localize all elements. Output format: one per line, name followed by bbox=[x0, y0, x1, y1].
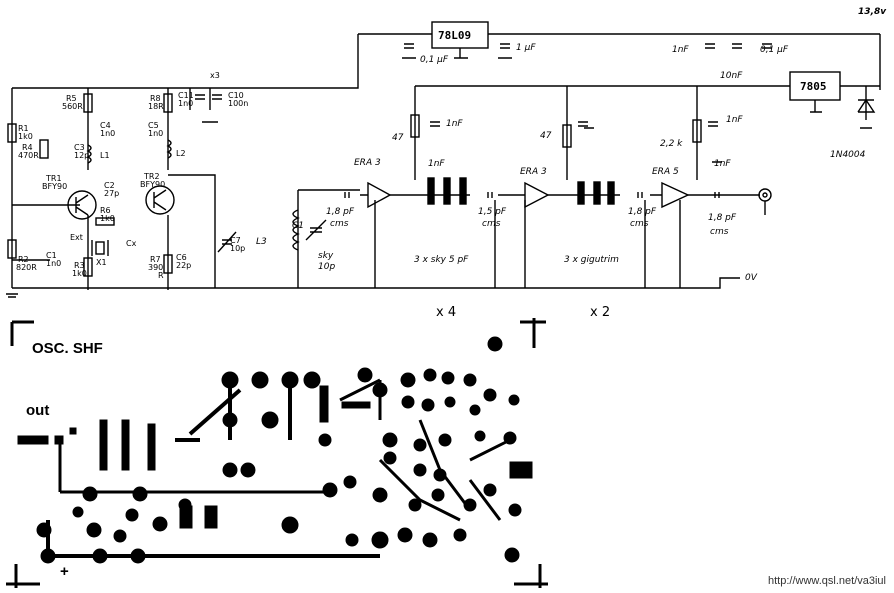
label-r3v: 1k0 bbox=[72, 269, 87, 278]
label-r47-1: 47 bbox=[392, 133, 404, 143]
label-c4: C4 bbox=[100, 121, 111, 130]
label-c5v: 1n0 bbox=[148, 129, 163, 138]
ground-label: 0V bbox=[745, 273, 758, 283]
label-r7: R7 bbox=[150, 255, 161, 264]
label-c1uf: 1 µF bbox=[516, 43, 536, 53]
label-c7v: 10p bbox=[230, 244, 245, 253]
label-gigu-group: 3 x gigutrim bbox=[564, 255, 619, 265]
label-c6v: 22p bbox=[176, 261, 191, 270]
label-r22: 2,2 k bbox=[660, 139, 683, 149]
label-cap-3: 1,8 pF bbox=[628, 207, 657, 217]
multiplier-x2: x 2 bbox=[590, 305, 610, 320]
label-c1nf-1: 1nF bbox=[446, 119, 463, 129]
label-cap-1: 1,8 pF bbox=[326, 207, 355, 217]
label-era-2: ERA 3 bbox=[520, 167, 547, 177]
label-r5v: 560R bbox=[62, 102, 83, 111]
diode-label: 1N4004 bbox=[830, 150, 866, 160]
label-cms-1: cms bbox=[330, 219, 349, 229]
label-c10v: 100n bbox=[228, 99, 248, 108]
label-tr2: TR2 bbox=[143, 172, 160, 181]
label-r7b: R bbox=[158, 271, 164, 280]
label-era-3: ERA 5 bbox=[652, 167, 679, 177]
multiplier-x4: x 4 bbox=[436, 305, 456, 320]
label-r47-2: 47 bbox=[540, 131, 552, 141]
label-cms-2: cms bbox=[482, 219, 501, 229]
label-r4: R4 bbox=[22, 143, 33, 152]
label-r7v: 390 bbox=[148, 263, 163, 272]
label-c01uf-b: 0,1 µF bbox=[760, 45, 789, 55]
label-sky: sky bbox=[318, 251, 334, 261]
label-x3: x3 bbox=[210, 71, 220, 80]
label-x1: X1 bbox=[96, 258, 107, 267]
label-r4v: 470R bbox=[18, 151, 39, 160]
label-c1nf-3: 1nF bbox=[726, 115, 743, 125]
label-c4v: 1n0 bbox=[100, 129, 115, 138]
label-l2: L2 bbox=[176, 149, 186, 158]
label-r2v: 820R bbox=[16, 263, 37, 272]
label-c1v: 1n0 bbox=[46, 259, 61, 268]
label-c1: C1 bbox=[46, 251, 57, 260]
label-cap-2: 1,5 pF bbox=[478, 207, 507, 217]
label-r3: R3 bbox=[74, 261, 85, 270]
label-c01uf: 0,1 µF bbox=[420, 55, 449, 65]
label-c1nf-2: 1nF bbox=[428, 159, 445, 169]
label-c3v: 12p bbox=[74, 151, 89, 160]
label-c2v: 27p bbox=[104, 189, 119, 198]
label-r5: R5 bbox=[66, 94, 77, 103]
label-c10nf: 10nF bbox=[720, 71, 743, 81]
label-c5: C5 bbox=[148, 121, 159, 130]
label-cx: Cx bbox=[126, 239, 137, 248]
label-r8v: 18R bbox=[148, 102, 164, 111]
label-c2: C2 bbox=[104, 181, 115, 190]
label-c1nf-top: 1nF bbox=[672, 45, 689, 55]
pcb-title: OSC. SHF bbox=[32, 340, 103, 357]
label-r1v: 1k0 bbox=[18, 132, 33, 141]
label-era-1: ERA 3 bbox=[354, 158, 381, 168]
source-credit: http://www.qsl.net/va3iul bbox=[767, 575, 886, 587]
regulator-7805: 7805 bbox=[800, 80, 827, 93]
label-c11: C11 bbox=[178, 91, 194, 100]
label-ext: Ext bbox=[70, 233, 83, 242]
label-cap-4: 1,8 pF bbox=[708, 213, 737, 223]
pcb-plus-label: + bbox=[60, 563, 69, 580]
pcb-out-label: out bbox=[26, 402, 49, 419]
label-l1: L1 bbox=[100, 151, 110, 160]
label-c7: C7 bbox=[230, 236, 241, 245]
label-sky-group: 3 x sky 5 pF bbox=[414, 255, 469, 265]
label-r6v: 1k0 bbox=[100, 214, 115, 223]
label-c1nf-4: 1nF bbox=[714, 159, 731, 169]
label-sky-val: 10p bbox=[318, 262, 335, 272]
label-r8: R8 bbox=[150, 94, 161, 103]
label-cms-3: cms bbox=[630, 219, 649, 229]
label-l3: L3 bbox=[256, 237, 267, 247]
label-c11v: 1n0 bbox=[178, 99, 193, 108]
label-tr2v: BFY90 bbox=[140, 180, 165, 189]
regulator-78l09: 78L09 bbox=[438, 29, 471, 42]
label-tr1v: BFY90 bbox=[42, 182, 67, 191]
label-r6: R6 bbox=[100, 206, 111, 215]
label-c6: C6 bbox=[176, 253, 187, 262]
label-cms-4: cms bbox=[710, 227, 729, 237]
label-r2: R2 bbox=[18, 255, 29, 264]
label-mult-c1: C1 bbox=[292, 221, 304, 231]
label-c10: C10 bbox=[228, 91, 244, 100]
label-c3: C3 bbox=[74, 143, 85, 152]
label-r1: R1 bbox=[18, 124, 29, 133]
supply-voltage: 13,8v bbox=[858, 7, 887, 17]
label-tr1: TR1 bbox=[45, 174, 62, 183]
